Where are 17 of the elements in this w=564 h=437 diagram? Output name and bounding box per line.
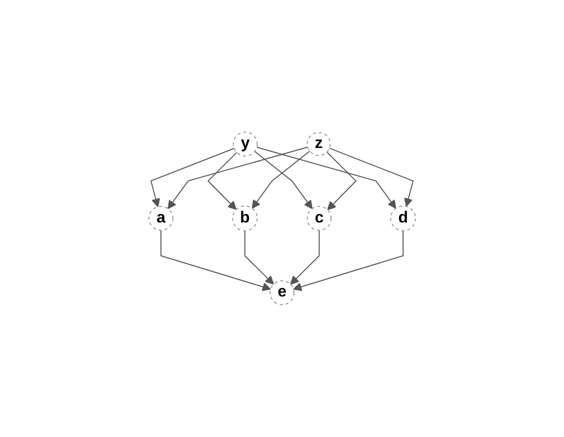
arrow — [160, 230, 271, 292]
arrow — [328, 148, 414, 207]
arrow — [256, 146, 396, 209]
node-circle: e — [269, 280, 294, 306]
arrow — [326, 152, 356, 210]
arrow — [150, 148, 234, 208]
arrow — [292, 230, 404, 292]
arrow — [290, 230, 320, 285]
node-circle: c — [306, 206, 332, 231]
arrow — [207, 152, 238, 210]
arrow — [244, 230, 274, 285]
node-circle: b — [232, 206, 258, 232]
node-circle: d — [390, 206, 416, 232]
node-circle: a — [148, 206, 174, 231]
arrow — [167, 146, 308, 210]
node-circle: z — [306, 132, 330, 156]
node-circle: y — [232, 132, 258, 157]
